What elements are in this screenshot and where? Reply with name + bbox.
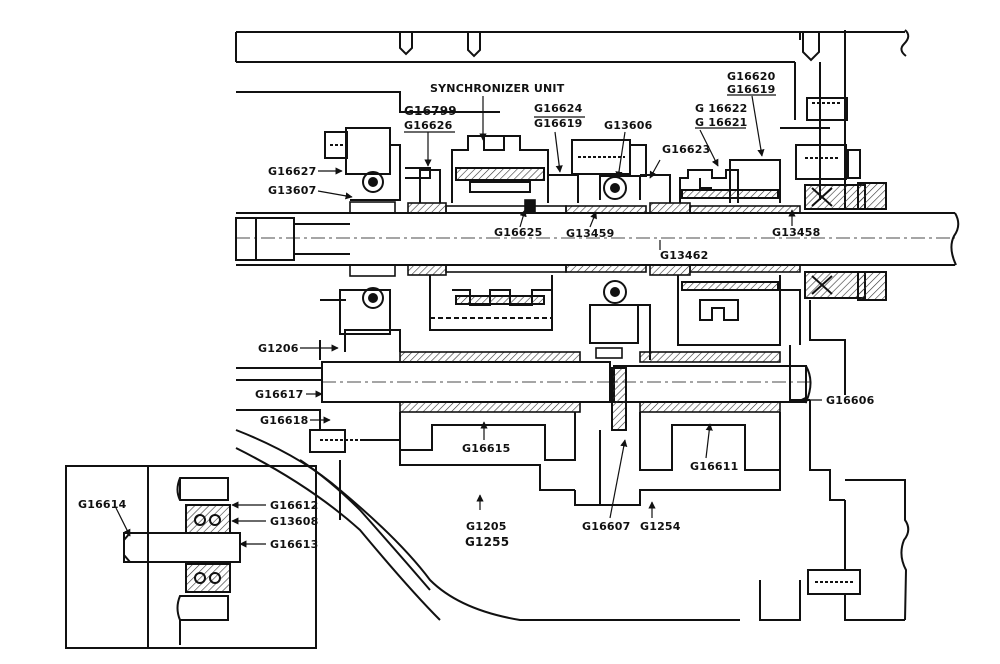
label-g16626: G16626 <box>404 119 453 132</box>
leader-lines <box>115 94 822 548</box>
label-g16620: G16620 <box>727 70 776 83</box>
label-g16623: G16623 <box>662 143 711 156</box>
label-g1206: G1206 <box>258 342 299 355</box>
label-g16607: G16607 <box>582 520 631 533</box>
label-g1255: G1255 <box>465 535 509 549</box>
shaft-upper-bearings <box>349 199 801 214</box>
right-gear-upper <box>640 159 781 203</box>
label-g13458: G13458 <box>772 226 821 239</box>
label-g16627: G16627 <box>268 165 317 178</box>
housing-lower-left <box>235 299 740 621</box>
label-g1205: G1205 <box>466 520 507 533</box>
label-g16624: G16624 <box>534 102 583 115</box>
label-g16606: G16606 <box>826 394 875 407</box>
label-g16612: G16612 <box>270 499 319 512</box>
label-g16619-b: G16619 <box>727 83 776 96</box>
label-g16611: G16611 <box>690 460 739 473</box>
label-g16619-a: G16619 <box>534 117 583 130</box>
inset-detail <box>65 465 317 649</box>
label-g1254: G1254 <box>640 520 681 533</box>
housing-top <box>235 29 910 210</box>
counter-gear-left <box>309 329 576 491</box>
label-g16618: G16618 <box>260 414 309 427</box>
middle-bearing-upper <box>571 139 647 200</box>
label-g16615: G16615 <box>462 442 511 455</box>
label-g16625: G16625 <box>494 226 543 239</box>
label-g16799: G16799 <box>404 104 457 118</box>
housing-right-lower <box>759 271 910 621</box>
label-g16614: G16614 <box>78 498 127 511</box>
label-g13462: G13462 <box>660 249 709 262</box>
counter-gear-right <box>574 412 781 506</box>
part-labels: SYNCHRONIZER UNIT G16799 G16626 G16624 G… <box>78 70 875 551</box>
label-g13608: G13608 <box>270 515 319 528</box>
label-g16617: G16617 <box>255 388 304 401</box>
label-synchronizer-unit: SYNCHRONIZER UNIT <box>430 82 565 95</box>
label-g13607: G13607 <box>268 184 317 197</box>
shaft-lower-bearings <box>349 264 801 277</box>
label-g13459: G13459 <box>566 227 615 240</box>
middle-bearing-lower <box>589 280 651 360</box>
synchronizer-unit-lower <box>429 275 553 331</box>
label-g13606: G13606 <box>604 119 653 132</box>
counter-bearings <box>399 347 781 413</box>
left-end-cap <box>324 127 431 335</box>
label-g16621: G 16621 <box>695 116 748 129</box>
synchronizer-unit-upper <box>419 135 579 203</box>
right-top-bearing <box>795 144 887 210</box>
label-g16613: G16613 <box>270 538 319 551</box>
right-gear-lower <box>677 275 801 346</box>
label-g16622: G 16622 <box>695 102 748 115</box>
